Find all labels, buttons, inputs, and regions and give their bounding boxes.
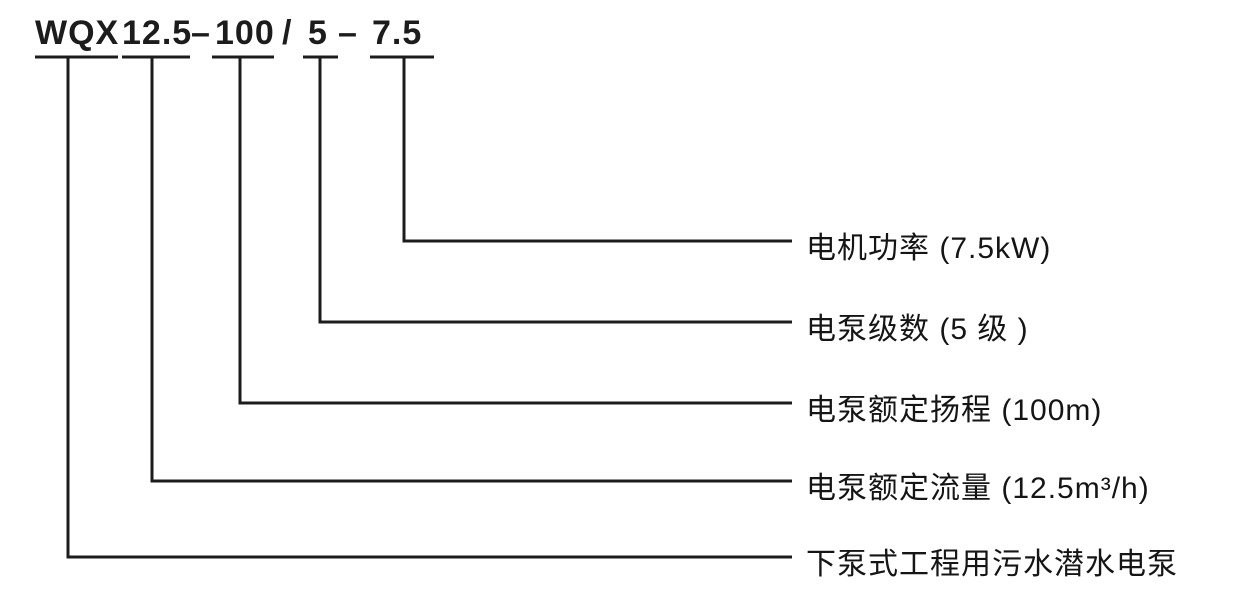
label-rated-head: 电泵额定扬程 (100m)	[806, 394, 1103, 427]
label-motor-power: 电机功率 (7.5kW)	[806, 232, 1052, 265]
connector-prefix	[35, 55, 792, 559]
connector-flow	[122, 55, 792, 483]
label-pump-stages: 电泵级数 (5 级 )	[806, 313, 1029, 346]
connector-head	[212, 55, 792, 405]
label-rated-flow: 电泵额定流量 (12.5m³/h)	[806, 472, 1150, 505]
code-separator-3: –	[338, 14, 358, 52]
code-separator-2: /	[282, 14, 293, 52]
code-segment-head: 100	[215, 14, 275, 52]
code-segment-power: 7.5	[372, 14, 423, 52]
code-segment-prefix: WQX	[35, 14, 120, 52]
connector-stages	[303, 55, 792, 324]
code-segment-stages: 5	[308, 14, 328, 52]
code-segment-flow: 12.5	[122, 14, 193, 52]
code-separator-1: –	[191, 14, 211, 52]
connector-power	[370, 55, 792, 243]
label-pump-type: 下泵式工程用污水潜水电泵	[806, 548, 1178, 581]
